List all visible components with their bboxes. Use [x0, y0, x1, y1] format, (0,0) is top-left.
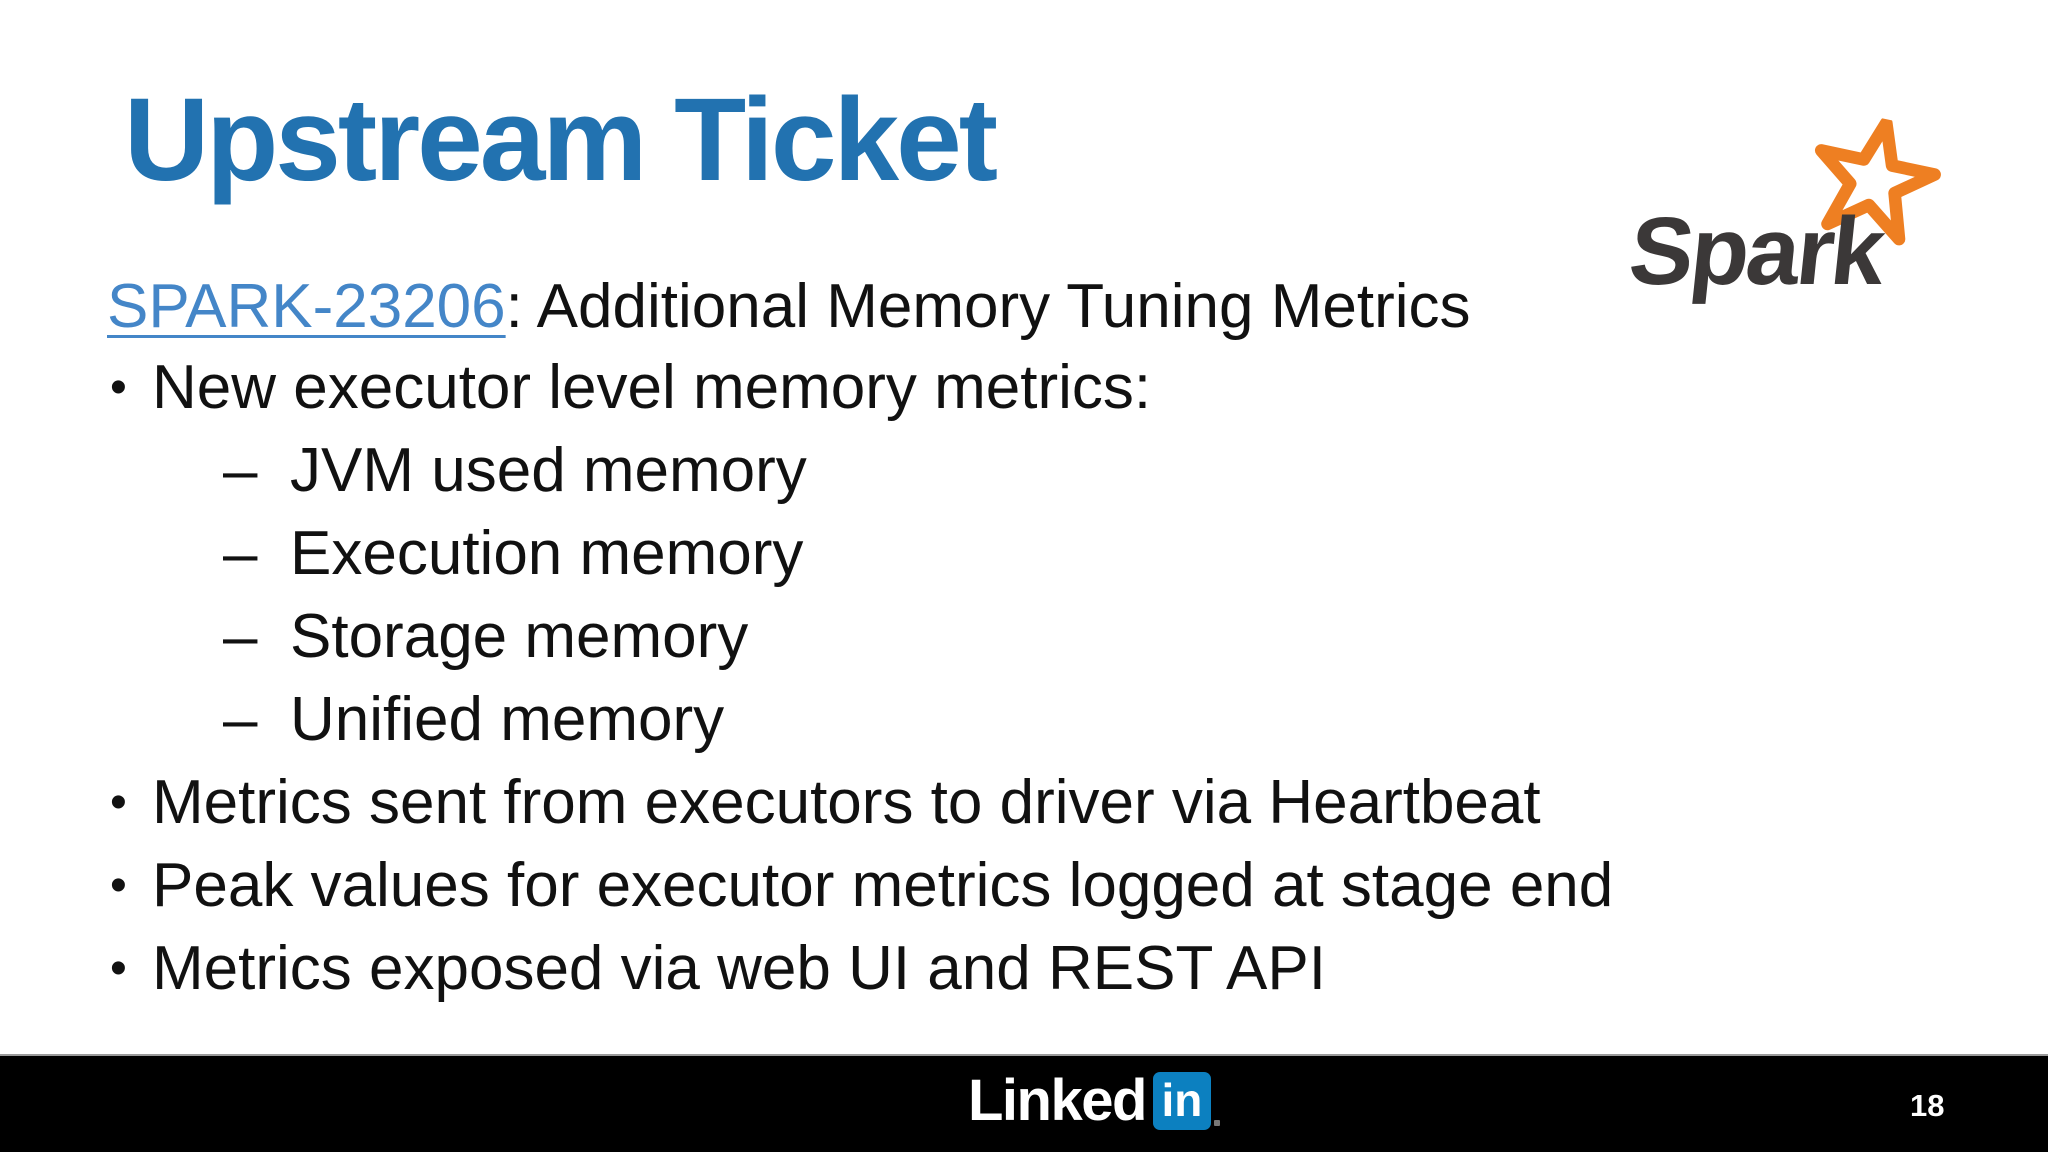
dash-marker: – [223, 519, 258, 588]
ticket-intro-rest: : Additional Memory Tuning Metrics [505, 272, 1471, 341]
spark-wordmark: Spark [1624, 198, 1888, 305]
sub-bullet-item: – JVM used memory [110, 429, 1613, 512]
bullet-item: • New executor level memory metrics: [110, 346, 1613, 429]
linkedin-logo: Linked in [968, 1072, 1220, 1130]
bullet-text: Execution memory [290, 519, 804, 588]
bullet-item: • Peak values for executor metrics logge… [110, 844, 1613, 927]
bullet-text: New executor level memory metrics: [152, 353, 1152, 422]
bullet-text: Metrics exposed via web UI and REST API [152, 934, 1326, 1003]
bullet-text: Metrics sent from executors to driver vi… [152, 768, 1541, 837]
dash-marker: – [223, 685, 258, 754]
bullet-item: • Metrics sent from executors to driver … [110, 761, 1613, 844]
ticket-intro-line: SPARK-23206: Additional Memory Tuning Me… [107, 272, 1471, 342]
sub-bullet-item: – Storage memory [110, 595, 1613, 678]
spark-logo: Spark [1624, 110, 1990, 305]
bullet-text: Peak values for executor metrics logged … [152, 851, 1614, 920]
page-title: Upstream Ticket [124, 74, 998, 206]
jira-ticket-link[interactable]: SPARK-23206 [107, 272, 506, 341]
sub-bullet-item: – Unified memory [110, 678, 1613, 761]
bullet-list: • New executor level memory metrics: – J… [110, 346, 1613, 1010]
bullet-marker: • [110, 859, 127, 912]
bullet-marker: • [110, 361, 127, 414]
dash-marker: – [223, 436, 258, 505]
sub-bullet-item: – Execution memory [110, 512, 1613, 595]
dash-marker: – [223, 602, 258, 671]
bullet-marker: • [110, 942, 127, 995]
bullet-marker: • [110, 776, 127, 829]
spark-star-icon [1814, 116, 1941, 246]
linkedin-wordmark: Linked [968, 1068, 1147, 1133]
bullet-text: Storage memory [290, 602, 749, 671]
bullet-item: • Metrics exposed via web UI and REST AP… [110, 927, 1613, 1010]
footer-bar: Linked in 18 [0, 1054, 2048, 1152]
bullet-text: JVM used memory [290, 436, 807, 505]
trademark-dot [1213, 1120, 1220, 1126]
linkedin-in-badge: in [1152, 1072, 1211, 1130]
bullet-text: Unified memory [290, 685, 725, 754]
page-number: 18 [1910, 1088, 1945, 1123]
